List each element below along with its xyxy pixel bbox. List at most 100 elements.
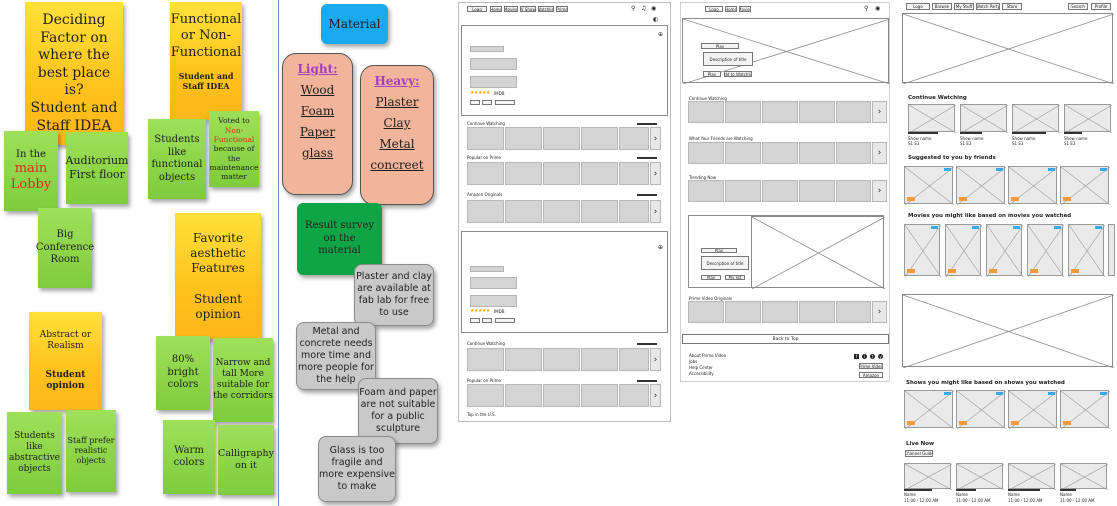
row-tile[interactable] — [762, 101, 798, 123]
chevron-right-icon[interactable]: › — [872, 142, 887, 164]
nav-my-stuff[interactable]: My Stuff — [954, 3, 974, 10]
row-tile[interactable] — [688, 142, 724, 164]
row-tile[interactable] — [505, 162, 542, 185]
live-thumb[interactable] — [1060, 463, 1108, 490]
search-icon[interactable]: ⚲ — [631, 5, 636, 12]
row-tile[interactable] — [581, 200, 618, 223]
chevron-right-icon[interactable]: › — [650, 200, 661, 223]
suggested-thumb[interactable] — [904, 166, 954, 205]
footer-link[interactable]: Help Center — [689, 365, 713, 370]
row-tile[interactable] — [467, 162, 504, 185]
row-tile[interactable] — [836, 301, 871, 323]
row-tile[interactable] — [762, 142, 798, 164]
facebook-icon[interactable]: f — [854, 354, 859, 359]
nav-watch-party[interactable]: Watch Party — [976, 3, 1000, 10]
nav-prime[interactable]: Prime — [556, 6, 568, 12]
row-tile[interactable] — [725, 142, 761, 164]
row-tile[interactable] — [836, 180, 871, 202]
chevron-right-icon[interactable]: › — [872, 101, 887, 123]
row-tile[interactable] — [725, 101, 761, 123]
hero-watchlist-button[interactable] — [495, 100, 515, 105]
row-tile[interactable] — [762, 301, 798, 323]
footer-amazon-button[interactable]: Amazon — [859, 372, 883, 378]
chevron-right-icon[interactable]: › — [872, 180, 887, 202]
twitter-icon[interactable]: t — [870, 354, 875, 359]
row-tile[interactable] — [543, 384, 580, 407]
row-tile[interactable] — [799, 142, 835, 164]
movie-thumb[interactable] — [904, 224, 941, 277]
show-thumb[interactable] — [1012, 104, 1060, 133]
row-tile[interactable] — [467, 127, 504, 150]
row-tile[interactable] — [505, 384, 542, 407]
row-tile[interactable] — [725, 180, 761, 202]
movie-thumb[interactable] — [1068, 224, 1105, 277]
row-tile[interactable] — [799, 180, 835, 202]
row-tile[interactable] — [581, 348, 618, 371]
chevron-right-icon[interactable]: › — [650, 384, 661, 407]
hero-play-button[interactable] — [470, 100, 480, 105]
footer-link[interactable]: Jobs — [689, 359, 698, 364]
live-thumb[interactable] — [904, 463, 952, 490]
movie-thumb[interactable] — [1027, 224, 1064, 277]
nav-logo[interactable]: Logo — [705, 6, 723, 12]
nav-movies[interactable]: Movies — [739, 6, 751, 12]
hero-add-icon[interactable]: ⊕ — [658, 31, 664, 38]
row-tile[interactable] — [505, 200, 542, 223]
nav-tv-shows[interactable]: TV Shows — [520, 6, 536, 12]
hero-trailer-button[interactable] — [482, 100, 492, 105]
row-tile[interactable] — [619, 127, 649, 150]
hero2-mylist-button[interactable]: My list — [725, 275, 745, 280]
back-to-top-button[interactable]: Back to Top — [682, 334, 889, 344]
row-tile[interactable] — [543, 348, 580, 371]
chevron-right-icon[interactable]: › — [650, 348, 661, 371]
chevron-right-icon[interactable]: › — [650, 162, 661, 185]
show-suggest-thumb[interactable] — [1008, 390, 1058, 429]
row-tile[interactable] — [799, 301, 835, 323]
movie-thumb[interactable] — [945, 224, 982, 277]
footer-link[interactable]: About Prime Video — [689, 353, 727, 358]
show-suggest-thumb[interactable] — [904, 390, 954, 429]
hero2-play-button[interactable]: Play — [701, 248, 737, 253]
youtube-icon[interactable]: y — [878, 354, 883, 359]
hero-trailer-button[interactable] — [482, 318, 492, 323]
chevron-right-icon[interactable]: › — [872, 301, 887, 323]
hero-watchlist-button[interactable]: Add to Watchlist — [724, 71, 752, 77]
hero-play-small-button[interactable]: Play — [703, 71, 721, 77]
row-tile[interactable] — [799, 101, 835, 123]
row-tile[interactable] — [688, 301, 724, 323]
channel-guide-button[interactable]: Channel Guide — [905, 450, 933, 457]
row-tile[interactable] — [543, 162, 580, 185]
row-tile[interactable] — [619, 200, 649, 223]
nav-store[interactable]: Store — [1002, 3, 1022, 10]
nav-search[interactable]: Search — [1068, 3, 1088, 10]
instagram-icon[interactable]: i — [862, 354, 867, 359]
nav-home[interactable]: Home — [725, 6, 737, 12]
nav-logo[interactable]: Logo — [467, 6, 487, 12]
suggested-thumb[interactable] — [1060, 166, 1110, 205]
row-tile[interactable] — [467, 384, 504, 407]
profile-icon[interactable]: ◉ — [651, 5, 657, 12]
chevron-right-icon[interactable]: › — [650, 127, 661, 150]
row-tile[interactable] — [762, 180, 798, 202]
nav-home[interactable]: Home — [490, 6, 502, 12]
row-tile[interactable] — [619, 384, 649, 407]
nav-logo[interactable]: Logo — [906, 3, 930, 10]
nav-browse[interactable]: Browse — [932, 3, 952, 10]
hero-play-button[interactable]: Play — [701, 43, 739, 49]
movie-thumb[interactable] — [986, 224, 1023, 277]
movie-thumb[interactable] — [1108, 224, 1115, 276]
row-tile[interactable] — [581, 162, 618, 185]
row-tile[interactable] — [505, 127, 542, 150]
live-thumb[interactable] — [1008, 463, 1056, 490]
suggested-thumb[interactable] — [956, 166, 1006, 205]
row-tile[interactable] — [467, 348, 504, 371]
show-suggest-thumb[interactable] — [1060, 390, 1110, 429]
nav-movies[interactable]: Movies — [504, 6, 518, 12]
row-tile[interactable] — [688, 180, 724, 202]
suggested-thumb[interactable] — [1008, 166, 1058, 205]
hero-add-icon[interactable]: ⊕ — [658, 244, 664, 251]
row-tile[interactable] — [836, 142, 871, 164]
hero-play-button[interactable] — [470, 318, 480, 323]
live-thumb[interactable] — [956, 463, 1004, 490]
row-tile[interactable] — [581, 127, 618, 150]
